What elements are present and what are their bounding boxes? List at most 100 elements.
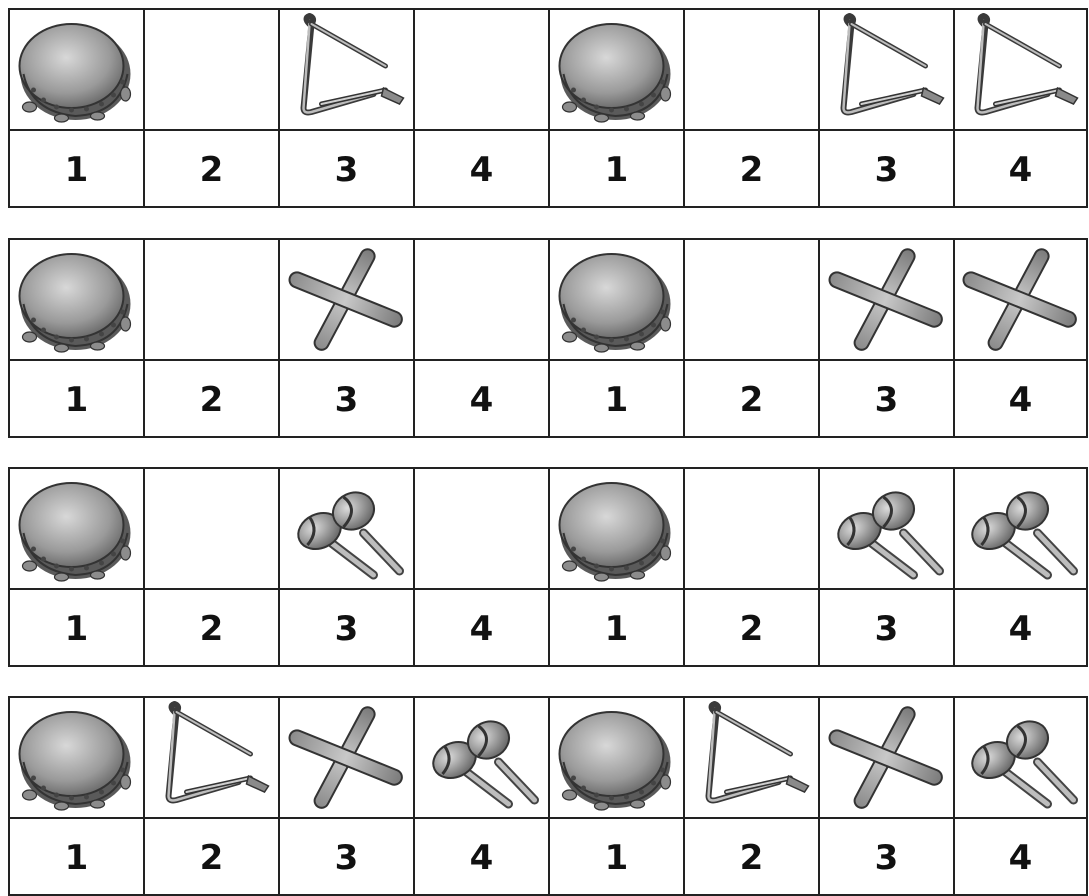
picture-cell bbox=[8, 240, 143, 359]
count-cell: 4 bbox=[953, 590, 1088, 667]
count-cell: 3 bbox=[278, 590, 413, 667]
beat-number: 3 bbox=[335, 150, 359, 190]
count-row: 1 2 3 4 1 2 3 4 bbox=[8, 819, 1088, 896]
count-cell: 2 bbox=[143, 590, 278, 667]
picture-cell bbox=[143, 698, 278, 817]
count-cell: 2 bbox=[683, 819, 818, 896]
count-cell: 3 bbox=[818, 361, 953, 438]
count-cell: 1 bbox=[548, 590, 683, 667]
count-cell: 4 bbox=[953, 819, 1088, 896]
empty-cell bbox=[413, 10, 548, 129]
picture-cell bbox=[818, 469, 953, 588]
tambourine-icon bbox=[11, 12, 142, 127]
picture-cell bbox=[953, 698, 1088, 817]
triangle-icon bbox=[821, 12, 952, 127]
count-cell: 1 bbox=[8, 590, 143, 667]
tambourine-icon bbox=[551, 471, 682, 586]
picture-cell bbox=[683, 698, 818, 817]
picture-cell bbox=[953, 240, 1088, 359]
count-cell: 3 bbox=[278, 819, 413, 896]
picture-cell bbox=[818, 698, 953, 817]
count-cell: 2 bbox=[143, 361, 278, 438]
empty-cell bbox=[413, 240, 548, 359]
beat-number: 4 bbox=[1009, 609, 1033, 649]
count-cell: 2 bbox=[683, 131, 818, 208]
count-cell: 3 bbox=[278, 131, 413, 208]
beat-number: 3 bbox=[335, 380, 359, 420]
count-cell: 2 bbox=[683, 590, 818, 667]
count-cell: 1 bbox=[548, 361, 683, 438]
picture-row bbox=[8, 469, 1088, 590]
picture-cell bbox=[278, 240, 413, 359]
count-cell: 4 bbox=[953, 361, 1088, 438]
beat-number: 1 bbox=[65, 150, 89, 190]
count-cell: 1 bbox=[8, 819, 143, 896]
triangle-icon bbox=[686, 700, 817, 815]
empty-cell bbox=[683, 240, 818, 359]
tambourine-icon bbox=[551, 12, 682, 127]
count-cell: 1 bbox=[548, 819, 683, 896]
beat-number: 2 bbox=[200, 150, 224, 190]
beat-number: 3 bbox=[875, 609, 899, 649]
beat-number: 2 bbox=[740, 838, 764, 878]
tambourine-icon bbox=[11, 471, 142, 586]
beat-number: 2 bbox=[740, 150, 764, 190]
beat-number: 1 bbox=[605, 838, 629, 878]
picture-cell bbox=[953, 469, 1088, 588]
beat-number: 3 bbox=[875, 838, 899, 878]
beat-number: 4 bbox=[470, 838, 494, 878]
beat-number: 3 bbox=[875, 150, 899, 190]
beat-number: 1 bbox=[65, 609, 89, 649]
maracas-icon bbox=[281, 471, 412, 586]
maracas-icon bbox=[821, 471, 952, 586]
count-cell: 3 bbox=[818, 590, 953, 667]
claves-icon bbox=[281, 242, 412, 357]
beat-number: 1 bbox=[65, 838, 89, 878]
maracas-icon bbox=[416, 700, 547, 815]
maracas-icon bbox=[955, 471, 1086, 586]
picture-cell bbox=[548, 469, 683, 588]
beat-number: 3 bbox=[875, 380, 899, 420]
count-cell: 3 bbox=[818, 819, 953, 896]
tambourine-icon bbox=[551, 700, 682, 815]
empty-cell bbox=[413, 469, 548, 588]
count-cell: 2 bbox=[683, 361, 818, 438]
tambourine-icon bbox=[11, 700, 142, 815]
count-cell: 3 bbox=[818, 131, 953, 208]
triangle-icon bbox=[281, 12, 412, 127]
count-cell: 1 bbox=[8, 131, 143, 208]
empty-cell bbox=[143, 10, 278, 129]
claves-icon bbox=[821, 700, 952, 815]
empty-cell bbox=[683, 469, 818, 588]
picture-cell bbox=[818, 10, 953, 129]
beat-number: 4 bbox=[470, 609, 494, 649]
beat-number: 2 bbox=[200, 838, 224, 878]
empty-cell bbox=[143, 240, 278, 359]
count-cell: 4 bbox=[413, 131, 548, 208]
beat-number: 1 bbox=[605, 150, 629, 190]
picture-row bbox=[8, 10, 1088, 131]
beat-number: 3 bbox=[335, 838, 359, 878]
count-cell: 1 bbox=[548, 131, 683, 208]
claves-icon bbox=[955, 242, 1086, 357]
beat-number: 4 bbox=[1009, 150, 1033, 190]
pattern-block-4: 1 2 3 4 1 2 3 4 bbox=[8, 696, 1088, 896]
empty-cell bbox=[683, 10, 818, 129]
picture-cell bbox=[413, 698, 548, 817]
picture-row bbox=[8, 240, 1088, 361]
claves-icon bbox=[281, 700, 412, 815]
tambourine-icon bbox=[11, 242, 142, 357]
pattern-block-1: 1 2 3 4 1 2 3 4 bbox=[8, 8, 1088, 208]
triangle-icon bbox=[955, 12, 1086, 127]
count-cell: 2 bbox=[143, 819, 278, 896]
beat-number: 1 bbox=[65, 380, 89, 420]
tambourine-icon bbox=[551, 242, 682, 357]
beat-number: 4 bbox=[470, 150, 494, 190]
beat-number: 4 bbox=[1009, 380, 1033, 420]
picture-cell bbox=[548, 10, 683, 129]
picture-cell bbox=[818, 240, 953, 359]
count-cell: 1 bbox=[8, 361, 143, 438]
